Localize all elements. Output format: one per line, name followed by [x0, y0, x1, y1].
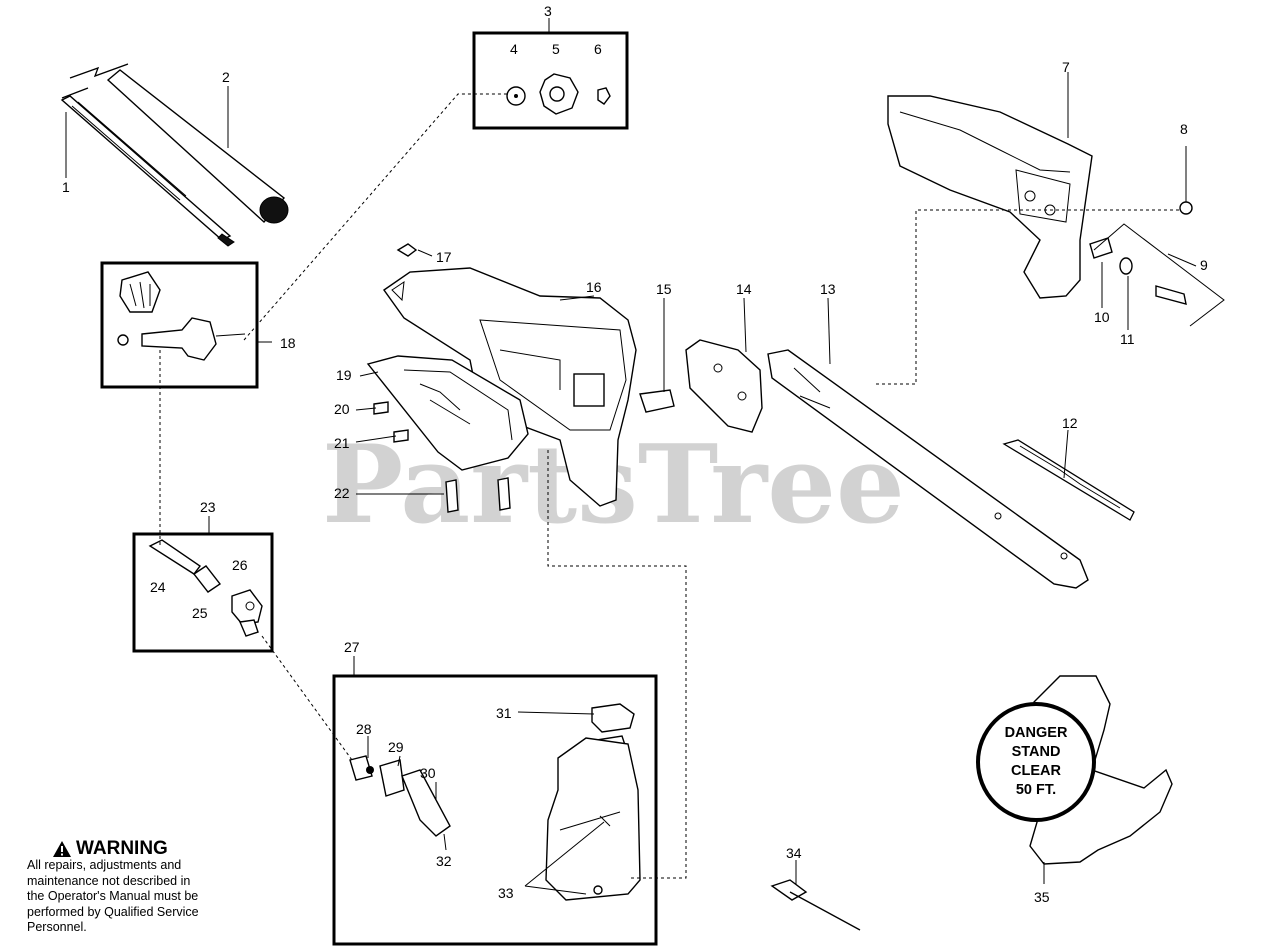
callout-32: 32	[436, 853, 452, 869]
callout-10: 10	[1094, 309, 1110, 325]
callout-35: 35	[1034, 889, 1050, 905]
clamp-kit-box	[132, 532, 274, 653]
callout-15: 15	[656, 281, 672, 297]
callout-33: 33	[498, 885, 514, 901]
bar-plate	[685, 339, 763, 433]
callout-31: 31	[496, 705, 512, 721]
lanyard-hook	[770, 879, 861, 931]
side-plate	[366, 355, 529, 471]
callout-6: 6	[594, 41, 602, 57]
callout-12: 12	[1062, 415, 1078, 431]
callout-numbers: 1 2 3 4 5 6 7 8 9 10 11 12 13 14 15 16 1…	[62, 3, 1208, 905]
callout-29: 29	[388, 739, 404, 755]
sprocket-kit-box	[472, 31, 629, 130]
clamp-kit-parts	[148, 539, 263, 637]
callout-20: 20	[334, 401, 350, 417]
warning-heading: WARNING	[52, 838, 168, 860]
callout-13: 13	[820, 281, 836, 297]
callout-8: 8	[1180, 121, 1188, 137]
danger-decal-line-2: STAND	[1011, 744, 1061, 760]
callout-17: 17	[436, 249, 452, 265]
callout-3: 3	[544, 3, 552, 19]
callout-7: 7	[1062, 59, 1070, 75]
callout-18: 18	[280, 335, 296, 351]
oil-tank-kit-box	[332, 674, 658, 946]
drive-shaft	[60, 63, 235, 247]
bar-stud	[639, 389, 675, 413]
warning-body: All repairs, adjustments and maintenance…	[27, 858, 199, 935]
sprocket-kit-parts	[506, 73, 611, 115]
shaft-tube	[106, 69, 289, 224]
gear-case	[383, 267, 637, 507]
callout-27: 27	[344, 639, 360, 655]
danger-decal-line-4: 50 FT.	[1015, 782, 1057, 798]
danger-decal-line-1: DANGER	[1004, 725, 1068, 741]
callout-1: 1	[62, 179, 70, 195]
callout-25: 25	[192, 605, 208, 621]
cover-hardware	[1089, 201, 1225, 327]
chain-tensioner-nut	[396, 243, 418, 257]
warning-title: WARNING	[76, 838, 168, 859]
saw-chain	[1002, 439, 1135, 521]
leader-lines	[65, 18, 1197, 895]
screws-small	[373, 401, 511, 513]
chain-cover	[887, 95, 1093, 299]
callout-34: 34	[786, 845, 802, 861]
danger-decal: DANGER STAND CLEAR 50 FT.	[976, 702, 1096, 822]
gear-parts	[117, 271, 246, 361]
callout-4: 4	[510, 41, 518, 57]
callout-11: 11	[1120, 331, 1135, 347]
callout-9: 9	[1200, 257, 1208, 273]
callout-24: 24	[150, 579, 166, 595]
guide-bar	[767, 349, 1089, 589]
callout-14: 14	[736, 281, 752, 297]
callout-23: 23	[200, 499, 216, 515]
callout-30: 30	[420, 765, 436, 781]
callout-21: 21	[334, 435, 350, 451]
callout-26: 26	[232, 557, 248, 573]
callout-16: 16	[586, 279, 602, 295]
oil-tank-kit-parts	[349, 703, 641, 901]
callout-5: 5	[552, 41, 560, 57]
callout-2: 2	[222, 69, 230, 85]
callout-19: 19	[336, 367, 352, 383]
warning-triangle-icon	[53, 841, 71, 857]
callout-28: 28	[356, 721, 372, 737]
danger-decal-line-3: CLEAR	[1011, 763, 1061, 779]
callout-22: 22	[334, 485, 350, 501]
